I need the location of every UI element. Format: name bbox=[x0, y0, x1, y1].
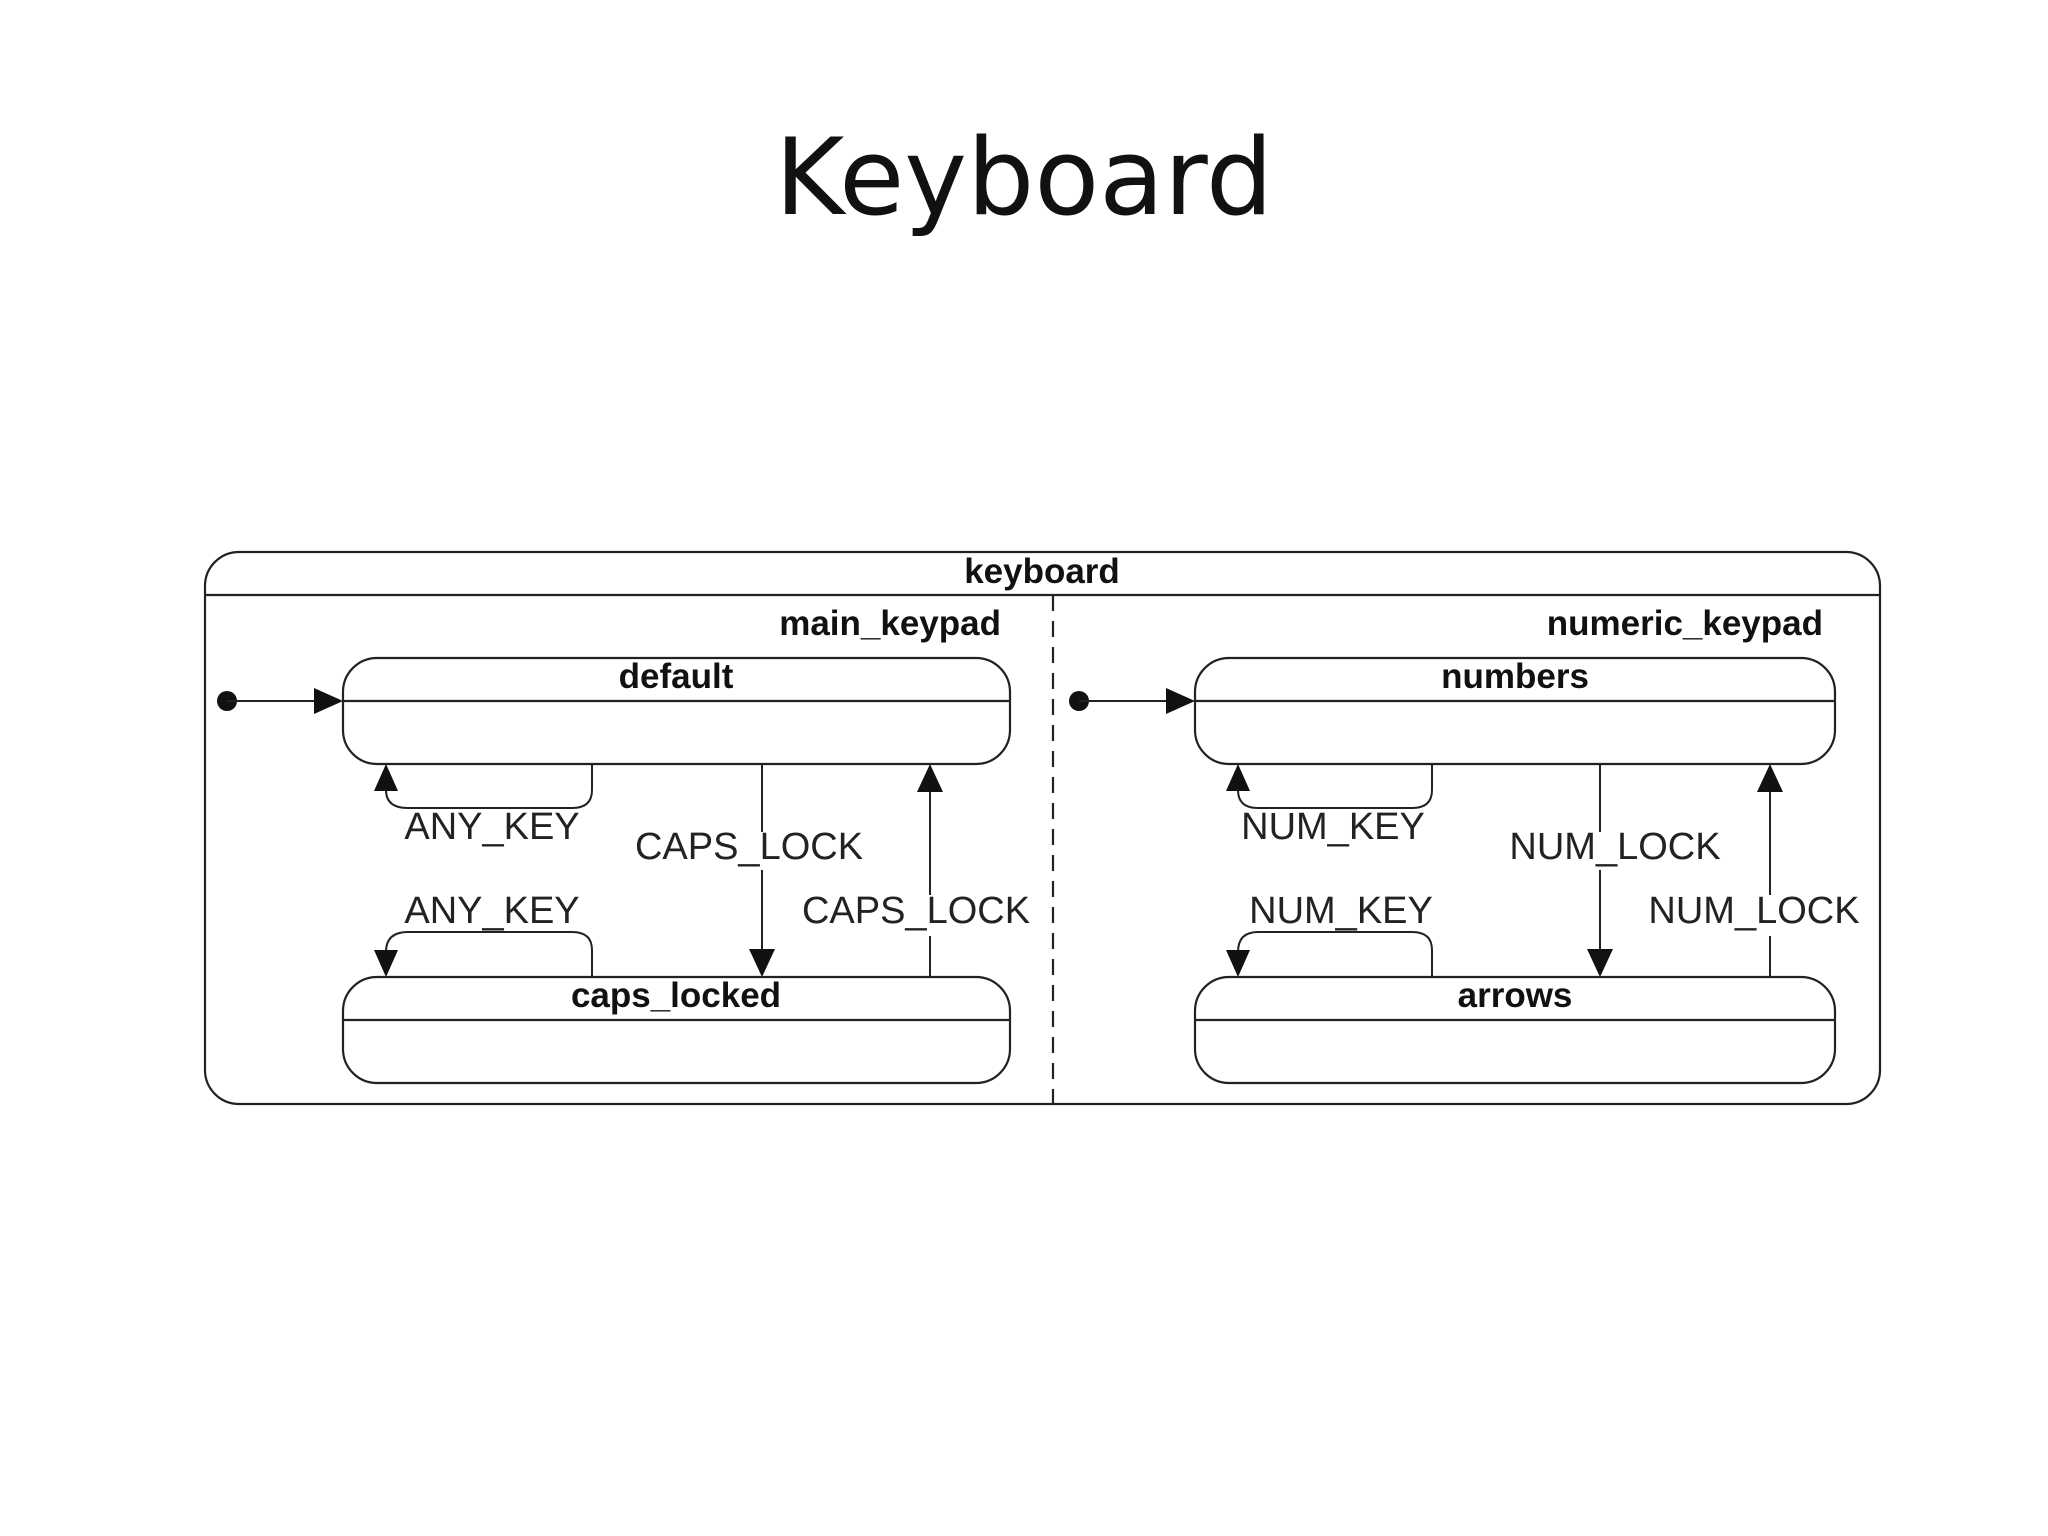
arrowhead-num-lock-up bbox=[1757, 764, 1783, 792]
self-arrowhead-default bbox=[374, 764, 398, 791]
state-caps-locked-label: caps_locked bbox=[571, 976, 781, 1015]
self-arrowhead-arrows bbox=[1226, 950, 1250, 977]
superstate-label: keyboard bbox=[964, 552, 1120, 591]
initial-arrowhead-main bbox=[314, 688, 343, 714]
self-transition-numbers bbox=[1237, 764, 1433, 809]
transition-label-num-key-top: NUM_KEY bbox=[1241, 806, 1425, 848]
arrowhead-num-lock-down bbox=[1587, 949, 1613, 977]
state-default bbox=[341, 656, 1012, 766]
state-caps-locked bbox=[341, 975, 1012, 1085]
transition-label-num-lock-down: NUM_LOCK bbox=[1509, 826, 1720, 868]
self-transition-arrows bbox=[1237, 931, 1433, 977]
self-arrowhead-caps-locked bbox=[374, 950, 398, 977]
transition-label-caps-lock-down: CAPS_LOCK bbox=[635, 826, 863, 868]
region-label-numeric-keypad: numeric_keypad bbox=[1547, 604, 1823, 643]
self-transition-default bbox=[385, 764, 593, 809]
region-label-main-keypad: main_keypad bbox=[779, 604, 1001, 643]
transition-label-num-key-bottom: NUM_KEY bbox=[1249, 890, 1433, 932]
state-numbers-label: numbers bbox=[1441, 657, 1589, 696]
arrowhead-caps-lock-up bbox=[917, 764, 943, 792]
transition-label-num-lock-up: NUM_LOCK bbox=[1648, 890, 1859, 932]
state-arrows-label: arrows bbox=[1458, 976, 1573, 1015]
transition-label-caps-lock-up: CAPS_LOCK bbox=[802, 890, 1030, 932]
initial-arrowhead-numeric bbox=[1166, 688, 1195, 714]
slide-title: Keyboard bbox=[774, 116, 1274, 239]
state-default-label: default bbox=[619, 657, 734, 696]
state-numbers bbox=[1193, 656, 1837, 766]
arrowhead-caps-lock-down bbox=[749, 949, 775, 977]
transition-label-any-key-bottom: ANY_KEY bbox=[404, 890, 579, 932]
superstate-box bbox=[203, 550, 1882, 1106]
self-arrowhead-numbers bbox=[1226, 764, 1250, 791]
self-transition-caps-locked bbox=[385, 931, 593, 977]
state-arrows bbox=[1193, 975, 1837, 1085]
transition-label-any-key-top: ANY_KEY bbox=[404, 806, 579, 848]
